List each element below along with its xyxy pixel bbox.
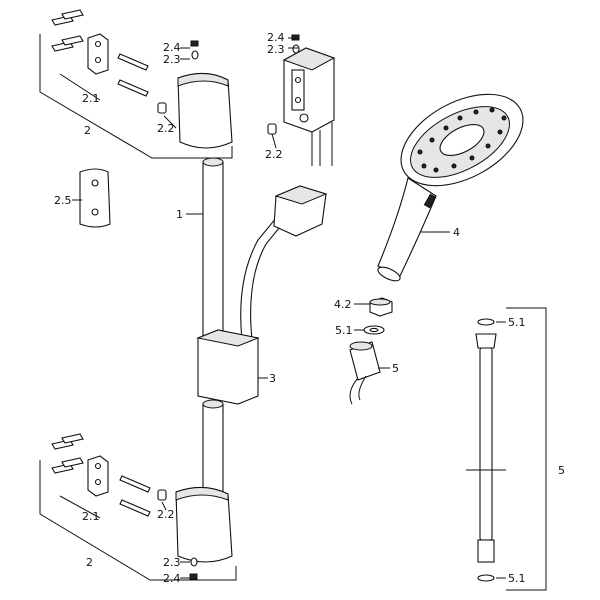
label-2-2-bottom: 2.2 bbox=[157, 508, 175, 521]
label-4: 4 bbox=[453, 226, 460, 239]
label-5-1-b: 5.1 bbox=[508, 316, 526, 329]
label-2-3-bottom: 2.3 bbox=[163, 556, 181, 569]
label-5-1-a: 5.1 bbox=[335, 324, 353, 337]
label-5-1-c: 5.1 bbox=[508, 572, 526, 585]
slide-bar-lower bbox=[202, 399, 224, 495]
top-screws bbox=[117, 53, 149, 97]
spray-nozzles bbox=[417, 107, 507, 173]
label-2-3-a: 2.3 bbox=[163, 53, 181, 66]
top-cover-cap bbox=[157, 72, 233, 149]
top-wall-bracket-plate bbox=[87, 33, 109, 75]
slider-body bbox=[196, 329, 268, 405]
slider-arm bbox=[240, 185, 328, 341]
label-5-a: 5 bbox=[392, 362, 399, 375]
label-2-1-bottom: 2.1 bbox=[82, 510, 100, 523]
top-small-parts bbox=[190, 40, 199, 60]
label-2-3-b: 2.3 bbox=[267, 43, 285, 56]
hose-fitting bbox=[349, 341, 390, 405]
top-wall-plugs bbox=[51, 9, 84, 52]
label-2-top: 2 bbox=[84, 124, 91, 137]
shower-hose bbox=[466, 307, 547, 591]
label-3: 3 bbox=[269, 372, 276, 385]
label-2-bottom: 2 bbox=[86, 556, 93, 569]
slide-bar-upper bbox=[186, 157, 224, 351]
label-2-1-top: 2.1 bbox=[82, 92, 100, 105]
bottom-bracket-leaders bbox=[39, 460, 237, 581]
bottom-cover-cap bbox=[157, 486, 233, 580]
label-2-4-b: 2.4 bbox=[267, 31, 285, 44]
label-2-2-b: 2.2 bbox=[265, 148, 283, 161]
part-labels: 2.1 2 2.4 2.3 2.2 2.4 2.3 2.2 2.5 1 4 4.… bbox=[54, 31, 565, 585]
bottom-wall-plugs bbox=[51, 433, 84, 474]
bottom-wall-bracket-plate bbox=[87, 455, 109, 497]
spacer-pad bbox=[72, 168, 111, 228]
label-2-5: 2.5 bbox=[54, 194, 72, 207]
label-2-4-a: 2.4 bbox=[163, 41, 181, 54]
label-2-2-a: 2.2 bbox=[157, 122, 175, 135]
label-1: 1 bbox=[176, 208, 183, 221]
bottom-screws bbox=[119, 475, 151, 517]
label-2-4-bottom: 2.4 bbox=[163, 572, 181, 585]
bar-holder-upper bbox=[282, 47, 336, 166]
top-bracket-leaders bbox=[39, 34, 233, 159]
label-4-2: 4.2 bbox=[334, 298, 352, 311]
upper-holder-small-parts bbox=[267, 34, 300, 149]
label-5-b: 5 bbox=[558, 464, 565, 477]
washer-upper bbox=[354, 325, 385, 335]
hand-shower bbox=[377, 93, 524, 282]
connector-nut bbox=[354, 297, 393, 317]
